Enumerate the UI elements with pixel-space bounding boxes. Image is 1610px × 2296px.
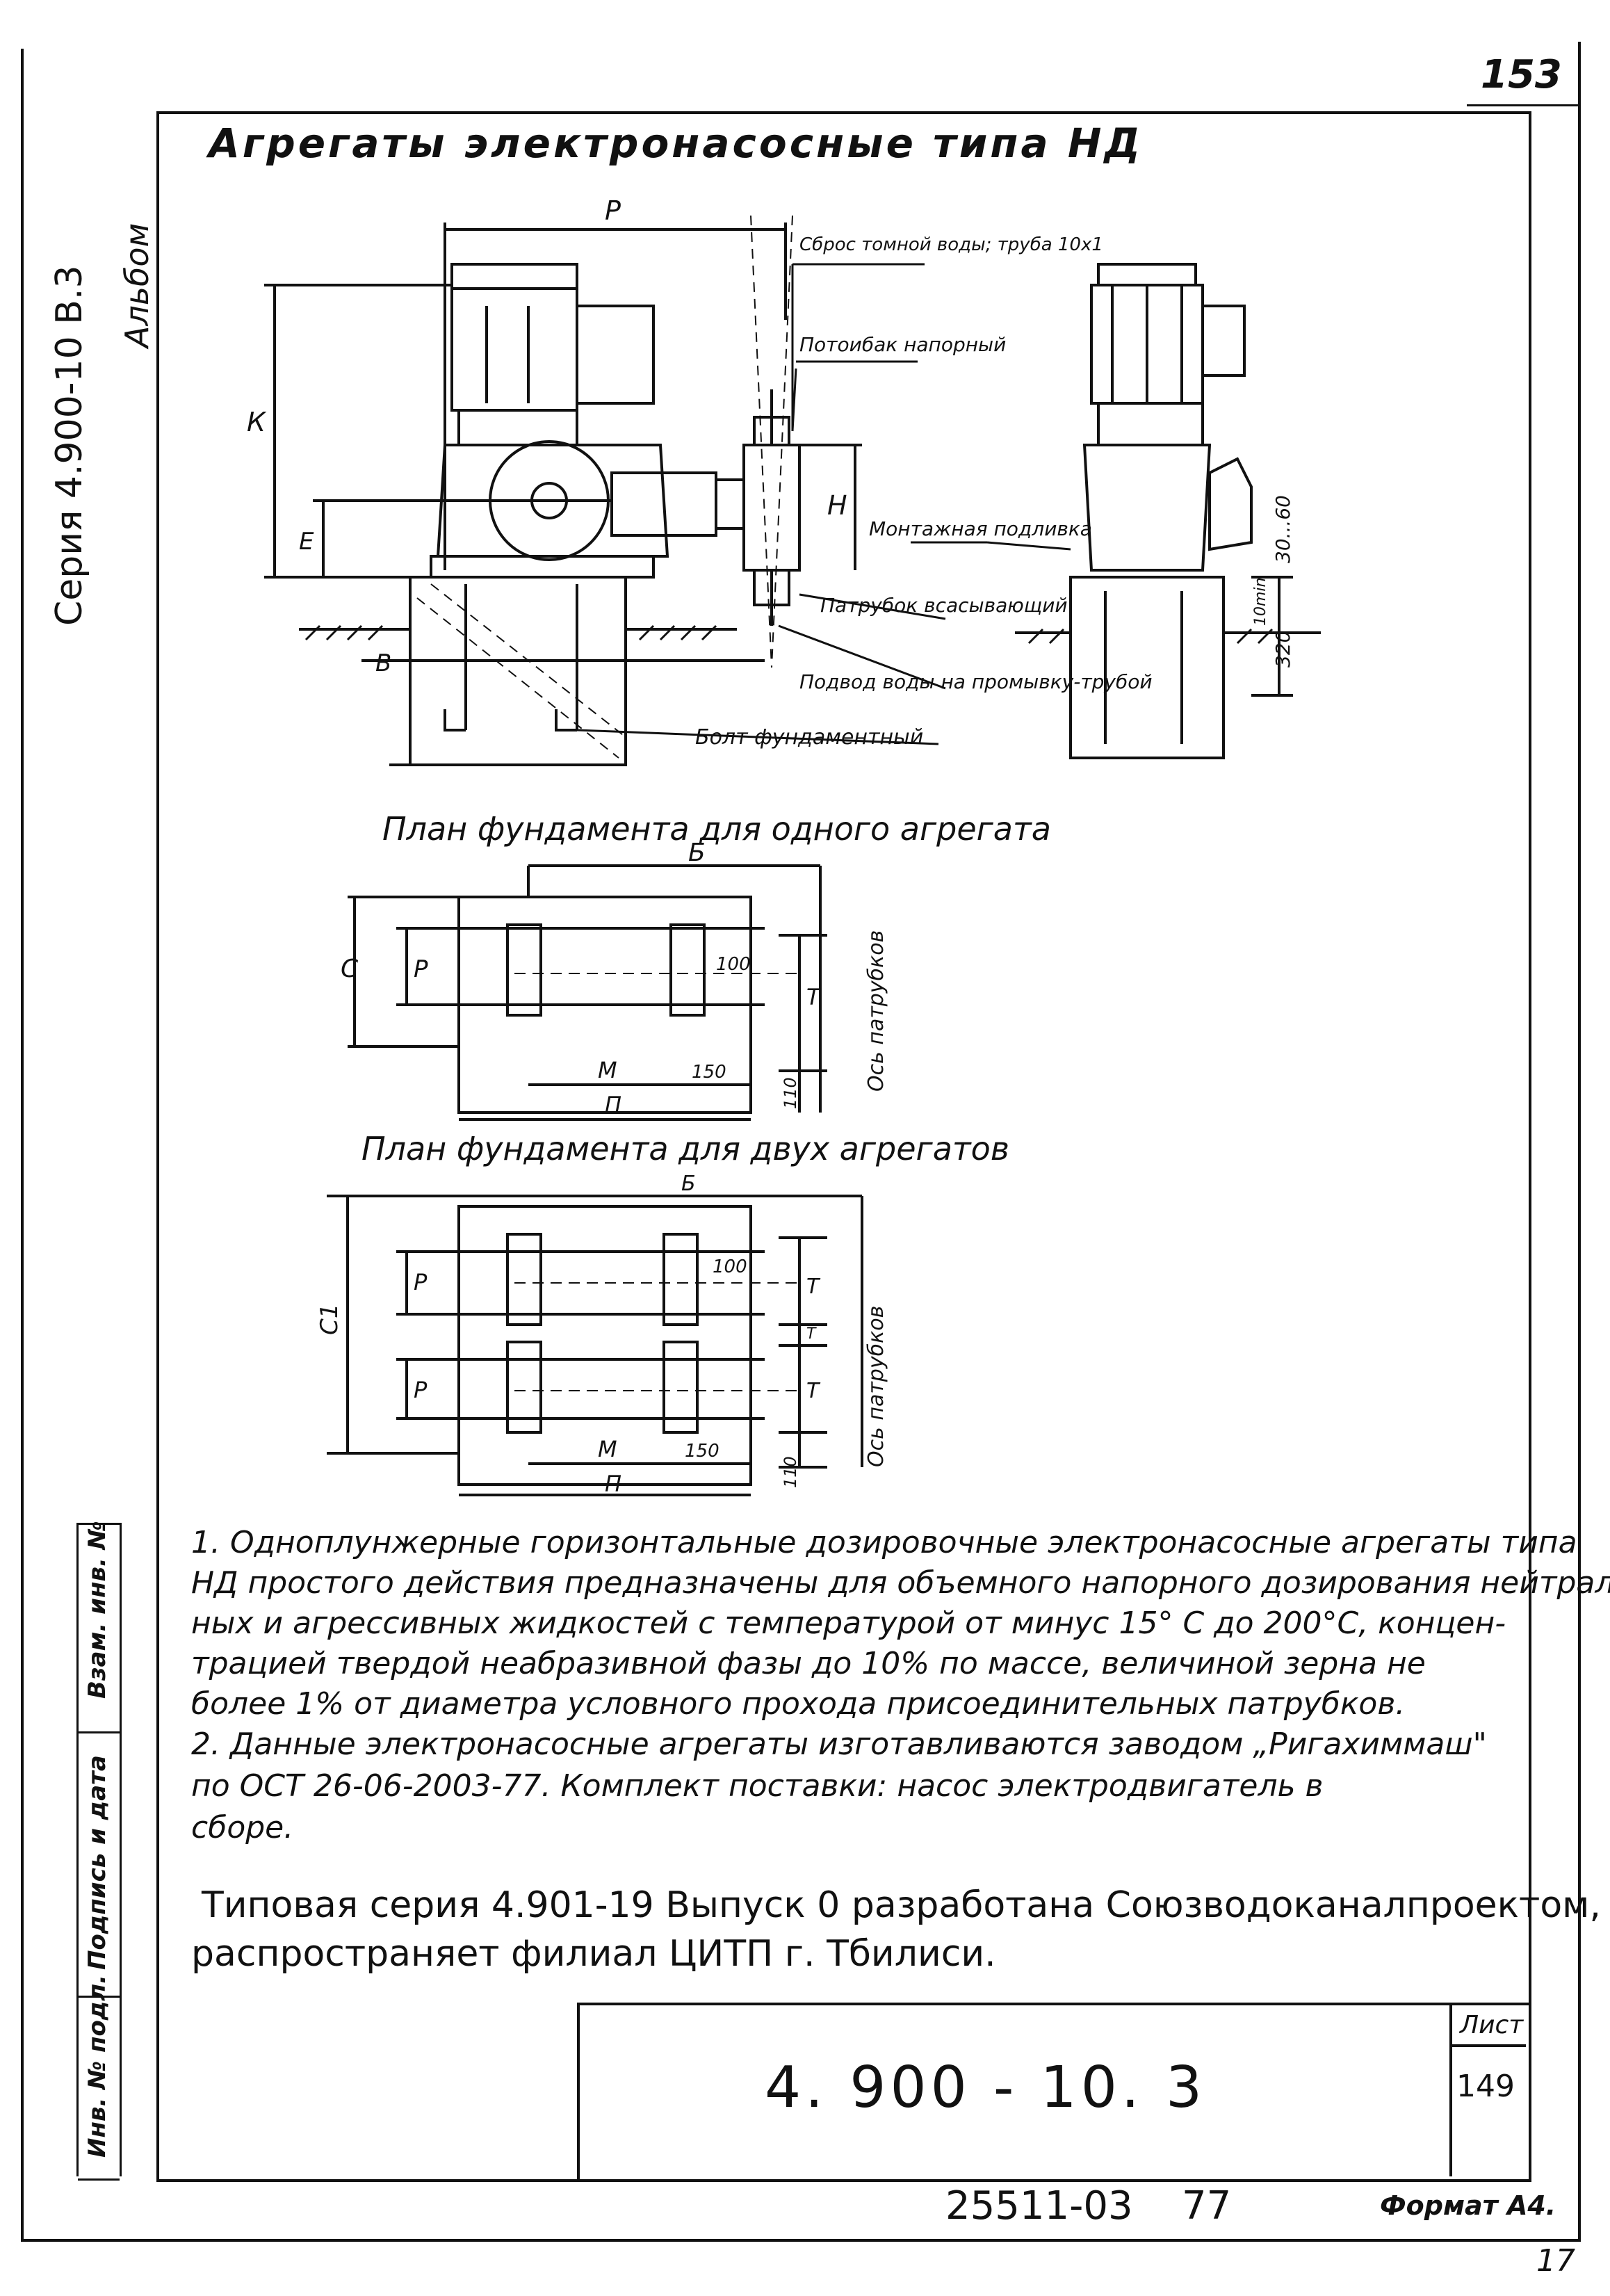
dim-h-label: Н: [827, 490, 847, 521]
pump-elevation-drawing: Р К Е Н В Сброс томной воды; труба 10х1 …: [247, 195, 1321, 766]
note-line: по ОСТ 26-06-2003-77. Комплект поставки:…: [191, 1768, 1324, 1804]
plan1-title: План фундамента для одного агрегата: [382, 810, 1051, 848]
plan2-dim-c1: С1: [316, 1304, 343, 1335]
dim-k-label: К: [247, 407, 267, 437]
outer-border-right: [1578, 42, 1581, 2242]
plan1-dim-m: М: [598, 1057, 617, 1083]
plan2-dim-n: П: [605, 1471, 621, 1497]
format-label: Формат А4.: [1380, 2190, 1556, 2221]
plan2-dim-100: 100: [713, 1256, 747, 1277]
note-line: НД простого действия предназначены для о…: [191, 1565, 1610, 1601]
note-line: трацией твердой неабразивной фазы до 10%…: [191, 1646, 1426, 1681]
plan1-drawing: Б С Р 100 Т М 150 110 П Ось патрубков: [341, 839, 888, 1121]
callout-bolt: Болт фундаментный: [695, 725, 923, 750]
plan1-dim-n: П: [605, 1092, 621, 1118]
plan2-dim-b: Б: [681, 1172, 696, 1196]
dim-p-label: Р: [605, 195, 621, 226]
page-number: 153: [1481, 52, 1562, 97]
plan1-dim-p: Р: [414, 955, 428, 983]
dim-30-60-label: 30...60: [1271, 495, 1294, 563]
plan1-dim-b: Б: [688, 839, 706, 867]
stamp-inv-vzam: Взам. инв. №: [78, 1521, 120, 1733]
sheet-number: 149: [1456, 2069, 1515, 2104]
plan2-dim-p1: Р: [414, 1269, 428, 1295]
plan2-dim-150: 150: [685, 1441, 719, 1462]
page-number-line: [1467, 104, 1578, 106]
side-stamp: [76, 1523, 158, 2176]
note-line: 2. Данные электронасосные агрегаты изгот…: [191, 1727, 1487, 1762]
plan2-dim-t1: Т: [806, 1275, 821, 1299]
copies-number: 77: [1182, 2183, 1232, 2229]
plan1-dim-110: 110: [781, 1077, 800, 1109]
title-block-sheet-divider: [1449, 2003, 1452, 2176]
stamp-sign-date: Подпись и дата: [78, 1731, 120, 1998]
stamp-inv-podl: Инв. № подл.: [78, 1975, 120, 2181]
plan1-dim-100: 100: [716, 954, 751, 975]
note-line: 1. Одноплунжерные горизонтальные дозиров…: [191, 1525, 1577, 1560]
order-number: 25511-03: [945, 2183, 1133, 2229]
plan2-dim-t2: Т: [806, 1325, 817, 1343]
doc-code: 4. 900 - 10. 3: [765, 2055, 1207, 2121]
plan2-drawing: Б С1 Р Р 100 Т Т Т М 150 110 П Ось патру…: [316, 1172, 888, 1497]
plan2-axis-label: Ось патрубков: [864, 1306, 888, 1467]
title-block-sheet-row: [1449, 2044, 1526, 2047]
dim-e-label: Е: [299, 528, 314, 556]
note-line: сборе.: [191, 1810, 294, 1845]
callout-water: Подвод воды на промывку-трубой: [799, 670, 1153, 693]
note-line: более 1% от диаметра условного прохода п…: [191, 1686, 1406, 1722]
plan1-dim-t: Т: [806, 984, 822, 1010]
plan2-title: План фундамента для двух агрегатов: [361, 1130, 1009, 1167]
callout-overflow: Потоибак напорный: [799, 333, 1006, 356]
side-stamp-divider: [120, 1523, 122, 2176]
dim-10min-label: 10min: [1252, 578, 1269, 626]
title-block: [577, 2003, 1529, 2179]
plan1-axis-label: Ось патрубков: [864, 930, 888, 1092]
corner-number: 17: [1536, 2243, 1575, 2279]
sheet-frame: [156, 111, 1531, 2182]
dim-320-label: 320: [1271, 631, 1294, 668]
plan2-dim-m: М: [598, 1436, 617, 1462]
callout-mount: Монтажная подливка: [869, 517, 1092, 540]
plan1-dim-150: 150: [692, 1062, 726, 1083]
callout-suction: Патрубок всасывающий: [820, 594, 1068, 617]
publisher-line-2: распространяет филиал ЦИТП г. Тбилиси.: [191, 1933, 996, 1975]
sheet-label: Лист: [1460, 2011, 1524, 2039]
callout-drain: Сброс томной воды; труба 10х1: [799, 234, 1103, 255]
plan2-dim-p2: Р: [414, 1377, 428, 1403]
dim-v-label: В: [375, 649, 391, 677]
plan1-dim-c: С: [341, 955, 359, 983]
publisher-line-1: Типовая серия 4.901-19 Выпуск 0 разработ…: [202, 1884, 1601, 1926]
page-title: Агрегаты электронасосные типа НД: [209, 120, 1144, 167]
note-line: ных и агрессивных жидкостей с температур…: [191, 1606, 1506, 1641]
outer-border-bottom: [21, 2239, 1578, 2242]
plan2-dim-110: 110: [781, 1456, 800, 1488]
outer-border-left: [21, 49, 24, 2239]
plan2-dim-t3: Т: [806, 1379, 821, 1403]
